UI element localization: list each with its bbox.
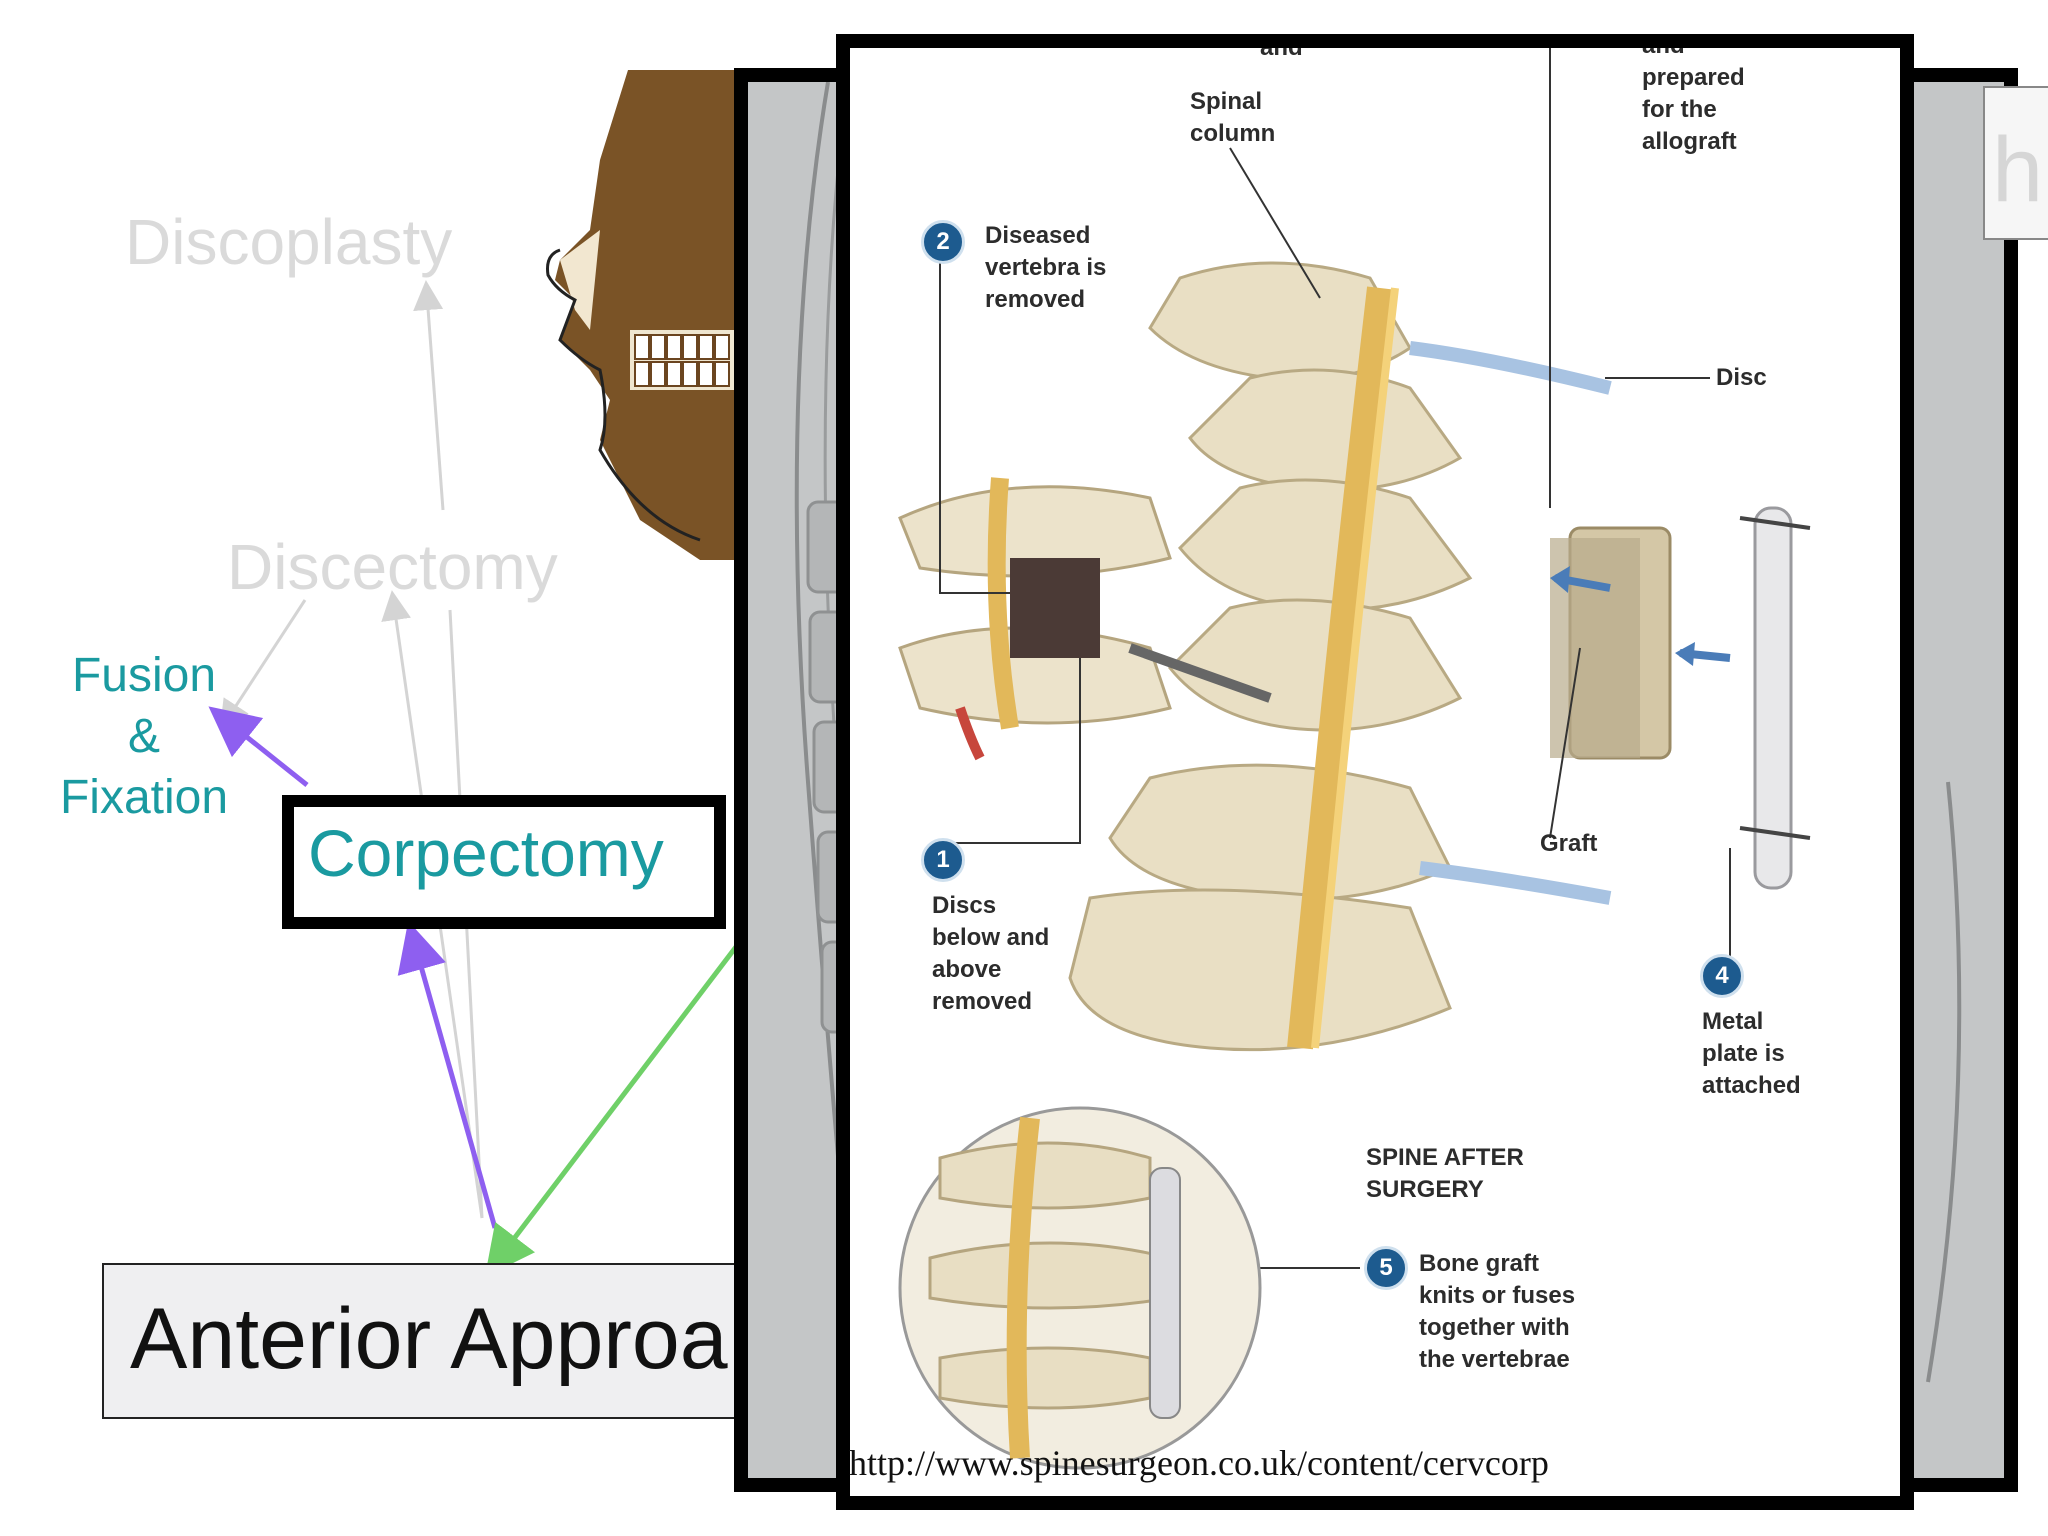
after-line-1: SPINE AFTER [1366, 1144, 1524, 1171]
step-2-line: removed [985, 286, 1086, 313]
source-url[interactable]: http://www.spinesurgeon.co.uk/content/ce… [849, 1443, 1549, 1483]
step-5-line: Bone graft [1419, 1250, 1539, 1277]
spine-illustration-icon [898, 48, 1811, 1470]
arrow-green-to-anterior [484, 933, 747, 1277]
step-badge-5: 5 [1364, 1246, 1408, 1290]
caption-line-3: for the [1642, 96, 1717, 123]
spinal-line-2: column [1190, 120, 1276, 147]
step-1-line: Discs [932, 892, 997, 919]
caption-line-1: and [1642, 34, 1685, 59]
corpectomy-label: Corpectomy [308, 816, 664, 890]
step-5-line: knits or fuses [1419, 1282, 1576, 1309]
step-2-text: Diseased vertebra is removed [985, 220, 1106, 316]
step-1-line: removed [932, 988, 1033, 1015]
top-caption-line: and [1260, 34, 1303, 61]
arrow-anterior-to-corpectomy [397, 920, 498, 1229]
spinal-line-1: Spinal [1190, 88, 1263, 115]
top-caption: and [1260, 34, 1303, 64]
step-badge-2: 2 [921, 220, 965, 264]
fusion-line: Fusion [71, 649, 217, 702]
disc-label: Disc [1716, 364, 1767, 391]
spinal-column-label: Spinal column [1190, 86, 1275, 150]
anterior-approach-label: Anterior Approa [130, 1291, 728, 1387]
step-4-line: plate is [1702, 1040, 1785, 1067]
step-5-line: the vertebrae [1419, 1346, 1570, 1373]
graft-label: Graft [1540, 830, 1598, 857]
caption-line-4: allograft [1642, 128, 1737, 155]
after-line-2: SURGERY [1366, 1176, 1484, 1203]
allograft-caption: and prepared for the allograft [1642, 34, 1745, 158]
step-1-line: below and [932, 924, 1050, 951]
step-4-line: Metal [1702, 1008, 1764, 1035]
step-1-line: above [932, 956, 1002, 983]
arrow-corpectomy-to-fusion [208, 706, 309, 787]
skull-icon [546, 70, 760, 560]
step-1-text: Discs below and above removed [932, 890, 1049, 1018]
step-badge-4: 4 [1700, 954, 1744, 998]
xray-side-panel [1983, 86, 2048, 240]
step-2-line: vertebra is [985, 254, 1107, 281]
xray-partial-text: h [1992, 119, 2044, 221]
arrow-discectomy-to-fusion [219, 599, 307, 731]
step-badge-1: 1 [921, 838, 965, 882]
step-4-text: Metal plate is attached [1702, 1006, 1801, 1102]
step-5-line: together with [1419, 1314, 1570, 1341]
caption-line-2: prepared [1642, 64, 1745, 91]
step-4-line: attached [1702, 1072, 1801, 1099]
step-5-text: Bone graft knits or fuses together with … [1419, 1248, 1575, 1376]
fixation-line: Fixation [59, 771, 229, 824]
arrow-to-discoplasty [413, 280, 445, 511]
fusion-fixation-label: Fusion & Fixation [44, 645, 244, 828]
step-2-line: Diseased [985, 222, 1091, 249]
anterior-approach-box [102, 1263, 786, 1419]
corpectomy-box [282, 795, 726, 929]
discoplasty-label: Discoplasty [125, 206, 453, 278]
ampersand-line: & [127, 710, 160, 763]
surgical-illustration-frame: and and prepared for the allograft Spina… [836, 34, 1914, 1510]
discectomy-label: Discectomy [227, 531, 558, 603]
after-surgery-title: SPINE AFTER SURGERY [1366, 1142, 1524, 1206]
